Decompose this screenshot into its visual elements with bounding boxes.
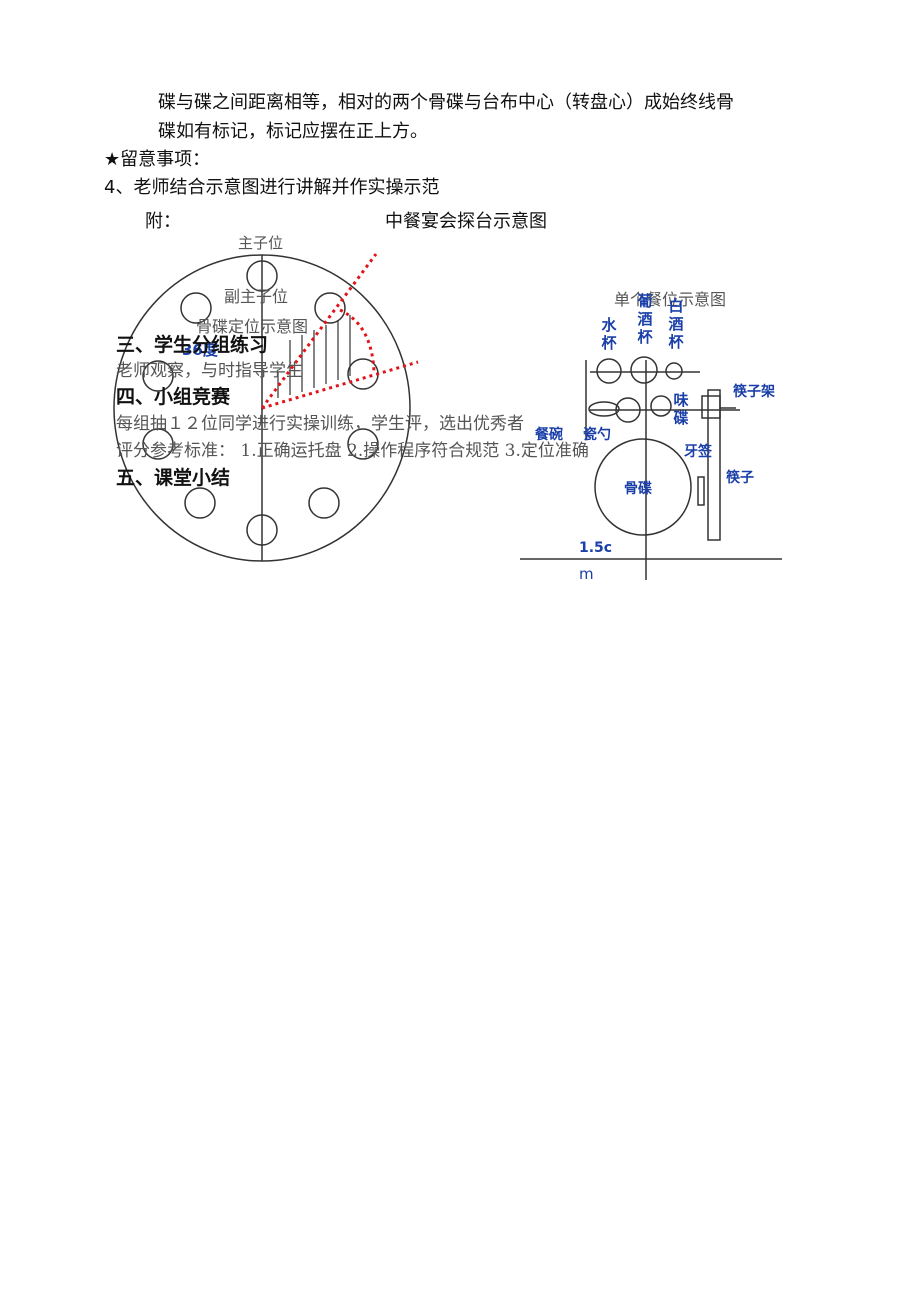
- spoon-label: 瓷勺: [583, 427, 611, 443]
- round-table-diagram: [113, 254, 411, 562]
- toothpick-label: 牙签: [684, 444, 712, 460]
- soup-bowl-label: 餐碗: [535, 427, 563, 443]
- section-3-heading: 三、学生分组练习: [116, 334, 269, 356]
- main-seat-label: 主子位: [238, 234, 284, 252]
- plate-bottom: [246, 514, 278, 546]
- plate-right-lower: [347, 428, 379, 460]
- section-3-body: 老师观察，与时指导学生: [116, 361, 303, 381]
- plate-top: [246, 260, 278, 292]
- paragraph-line-1: 碟与碟之间距离相等，相对的两个骨碟与台布中心（转盘心）成始终线骨: [158, 92, 734, 113]
- white-wine-cup-circle: [665, 362, 683, 380]
- water-cup-label: 水杯: [601, 316, 617, 352]
- plate-lower-right: [308, 487, 340, 519]
- plate-left-lower: [142, 428, 174, 460]
- step-4-line: 4、老师结合示意图进行讲解并作实操示范: [104, 177, 440, 198]
- plate-upper-right: [314, 292, 346, 324]
- wine-cup-circle: [630, 356, 658, 384]
- chopsticks-rect: [707, 389, 721, 541]
- red-angle-lines: [260, 253, 419, 410]
- sauce-dish-label: 味碟: [673, 391, 689, 427]
- plate-position-title: 骨碟定位示意图: [196, 317, 309, 336]
- attachment-label: 附：: [145, 211, 181, 232]
- diagram-main-title: 中餐宴会探台示意图: [385, 211, 547, 232]
- spoon-ellipse: [588, 401, 620, 417]
- toothpick-rect: [697, 476, 705, 506]
- distance-label-bottom: m: [579, 565, 594, 583]
- plate-upper-left: [180, 292, 212, 324]
- plate-left: [142, 360, 174, 392]
- section-4-heading: 四、小组竞赛: [116, 386, 231, 408]
- chopstick-rest-rect: [701, 395, 721, 419]
- angle-hatching: [277, 315, 351, 398]
- section-4-body: 每组抽１２位同学进行实操训练，学生评，选出优秀者: [116, 414, 524, 434]
- paragraph-line-2: 碟如有标记，标记应摆在正上方。: [158, 121, 428, 142]
- section-5-heading: 五、课堂小结: [116, 467, 231, 489]
- section-4-criteria: 评分参考标准： 1.正确运托盘 2.操作程序符合规范 3.定位准确: [116, 441, 589, 461]
- distance-label-top: 1.5c: [579, 540, 613, 556]
- notes-heading: ★留意事项：: [104, 149, 211, 170]
- chopstick-rest-label: 筷子架: [733, 384, 775, 400]
- white-wine-cup-label: 白酒杯: [668, 297, 684, 351]
- angle-label: 36度: [182, 341, 218, 359]
- vice-seat-label: 副主子位: [224, 287, 289, 306]
- plate-lower-left: [184, 487, 216, 519]
- place-setting-diagram: [520, 356, 782, 580]
- plate-right: [347, 358, 379, 390]
- place-setting-title: 单个餐位示意图: [614, 290, 727, 309]
- wine-cup-label: 葡酒杯: [637, 292, 653, 346]
- diagram-graphics: [113, 253, 782, 580]
- sauce-dish-circle: [650, 395, 672, 417]
- bone-plate-circle: [594, 438, 692, 536]
- bowl-circle: [615, 397, 641, 423]
- bone-plate-label: 骨碟: [624, 481, 652, 497]
- chopsticks-label: 筷子: [726, 470, 754, 486]
- water-cup-circle: [596, 358, 622, 384]
